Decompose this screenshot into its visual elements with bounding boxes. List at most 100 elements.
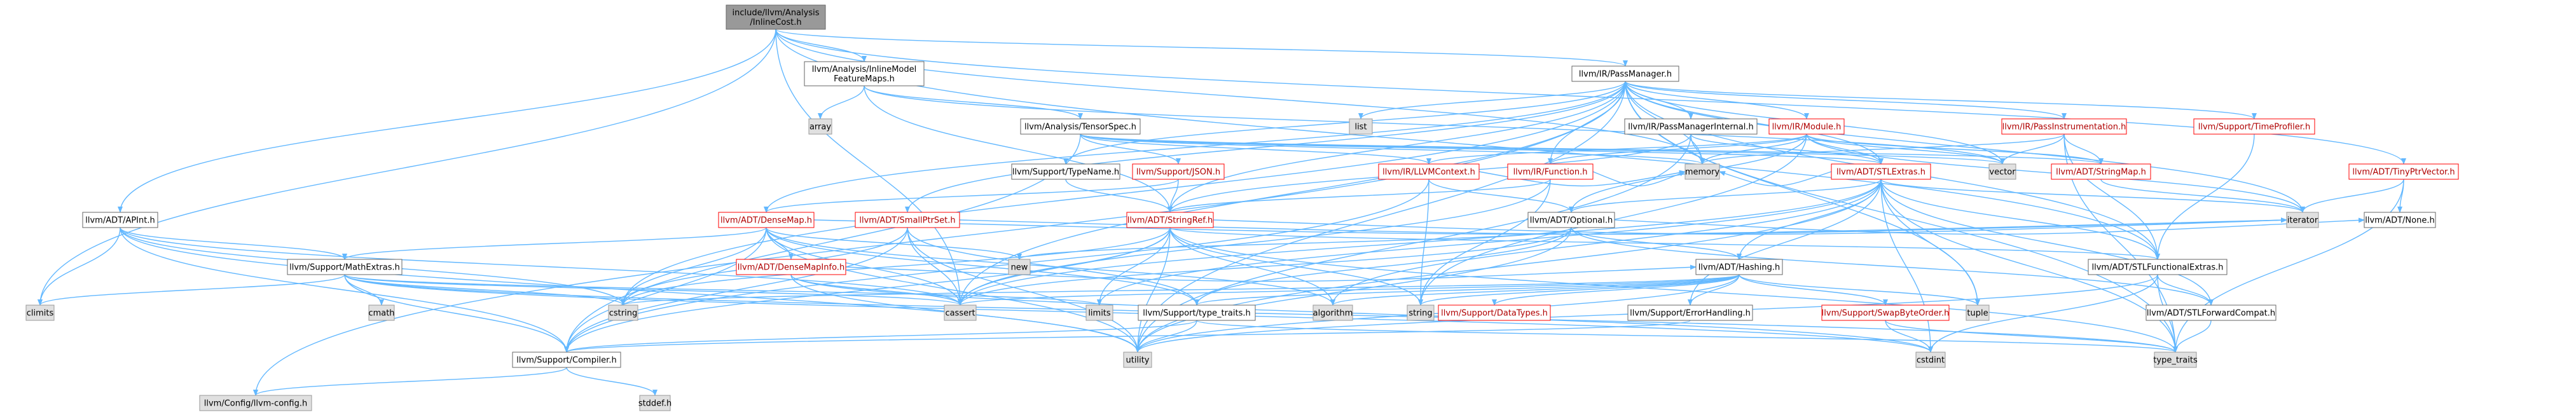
node-tuple[interactable]: tuple xyxy=(1966,304,1990,321)
node-stlforward[interactable]: llvm/ADT/STLForwardCompat.h xyxy=(2146,304,2276,321)
node-box-algorithm xyxy=(1312,304,1353,321)
edge-apint-to-compiler xyxy=(120,227,569,353)
node-compiler[interactable]: llvm/Support/Compiler.h xyxy=(512,352,621,368)
node-label-llvmconfig: llvm/Config/llvm-config.h xyxy=(204,399,307,409)
node-optional[interactable]: llvm/ADT/Optional.h xyxy=(1527,212,1615,228)
edge-densemap-to-new xyxy=(766,227,1022,260)
node-stddef[interactable]: stddef.h xyxy=(638,395,672,411)
node-climits[interactable]: climits xyxy=(25,304,55,321)
edge-hashing-to-algorithm xyxy=(1330,274,1740,306)
node-module[interactable]: llvm/IR/Module.h xyxy=(1768,118,1845,135)
edge-stlfunc-to-cstdint xyxy=(1928,274,2158,353)
node-none[interactable]: llvm/ADT/None.h xyxy=(2364,212,2436,228)
node-stlextras[interactable]: llvm/ADT/STLExtras.h xyxy=(1831,163,1931,180)
edge-swapbyte-to-typetraits xyxy=(1885,320,2178,353)
node-typetraitsh[interactable]: llvm/Support/type_traits.h xyxy=(1138,304,1256,321)
node-smallptrset[interactable]: llvm/ADT/SmallPtrSet.h xyxy=(855,212,960,228)
node-typetraits[interactable]: type_traits xyxy=(2153,352,2198,368)
node-box-stringmap xyxy=(2051,163,2151,180)
node-utility[interactable]: utility xyxy=(1123,352,1152,368)
edge-compiler-to-llvmconfig xyxy=(253,367,567,396)
edge-pm-to-smallptrset xyxy=(905,81,1626,213)
edge-optional-to-hashing xyxy=(1571,227,1742,260)
edge-stringmap-to-iterator xyxy=(2100,179,2305,213)
node-box-root xyxy=(726,4,826,30)
edge-typetraitsh-to-compiler xyxy=(564,320,1197,353)
edge-smallptrset-to-iterator xyxy=(959,217,2287,235)
node-cassert[interactable]: cassert xyxy=(944,304,977,321)
node-label-typename: llvm/Support/TypeName.h xyxy=(1012,168,1119,177)
node-llvmctx[interactable]: llvm/IR/LLVMContext.h xyxy=(1378,163,1480,180)
node-box-stringref xyxy=(1126,212,1214,228)
edge-stlextras-to-cassert xyxy=(958,179,1882,306)
node-pm[interactable]: llvm/IR/PassManager.h xyxy=(1571,65,1679,82)
node-cmath[interactable]: cmath xyxy=(368,304,395,321)
node-box-densemapinfo xyxy=(736,259,846,275)
node-list[interactable]: list xyxy=(1349,118,1373,135)
node-label-cmath: cmath xyxy=(368,309,394,318)
edge-root-to-stlfunc xyxy=(775,29,2160,260)
edge-stlextras-to-iterator xyxy=(1880,179,2305,213)
node-array[interactable]: array xyxy=(808,118,832,135)
edge-json-to-densemap xyxy=(764,179,1179,213)
edge-stringref-to-typetraits xyxy=(1169,227,2178,353)
node-memory[interactable]: memory xyxy=(1684,163,1720,180)
node-box-function xyxy=(1507,163,1594,180)
edge-stlforward-to-typetraits xyxy=(2173,320,2212,353)
edge-optional-to-cassert xyxy=(958,227,1572,306)
node-label-climits: climits xyxy=(27,309,54,318)
node-densemapinfo[interactable]: llvm/ADT/DenseMapInfo.h xyxy=(736,259,846,275)
node-iterator[interactable]: iterator xyxy=(2286,212,2319,228)
edge-pm-to-iterator xyxy=(1625,81,2305,213)
edge-pm-to-cstring xyxy=(621,81,1626,306)
node-vector[interactable]: vector xyxy=(1988,163,2016,180)
node-tprof[interactable]: llvm/Support/TimeProfiler.h xyxy=(2193,118,2315,135)
node-box-pmi xyxy=(1624,118,1758,135)
node-stlfunc[interactable]: llvm/ADT/STLFunctionalExtras.h xyxy=(2088,259,2228,275)
edge-typetraitsh-to-utility xyxy=(1135,320,1197,353)
node-stringmap[interactable]: llvm/ADT/StringMap.h xyxy=(2051,163,2151,180)
node-datatypes[interactable]: llvm/Support/DataTypes.h xyxy=(1438,304,1551,321)
edge-pm-to-llvmconfig xyxy=(253,81,1626,396)
node-box-passinst xyxy=(2001,118,2127,135)
node-tinyptr[interactable]: llvm/ADT/TinyPtrVector.h xyxy=(2348,163,2459,180)
node-new[interactable]: new xyxy=(1008,259,1031,275)
node-algorithm[interactable]: algorithm xyxy=(1312,304,1353,321)
edge-stlextras-to-cstdint xyxy=(1880,179,1933,353)
node-apint[interactable]: llvm/ADT/APInt.h xyxy=(82,212,158,228)
node-errhandling[interactable]: llvm/Support/ErrorHandling.h xyxy=(1627,304,1753,321)
node-root[interactable]: include/llvm/Analysis/InlineCost.h xyxy=(726,4,826,30)
node-label-cstdint: cstdint xyxy=(1917,356,1945,366)
node-pmi[interactable]: llvm/IR/PassManagerInternal.h xyxy=(1624,118,1758,135)
node-cstring[interactable]: cstring xyxy=(608,304,638,321)
node-box-errhandling xyxy=(1627,304,1753,321)
node-swapbyte[interactable]: llvm/Support/SwapByteOrder.h xyxy=(1821,304,1950,321)
node-label-typetraitsh: llvm/Support/type_traits.h xyxy=(1143,309,1251,318)
edge-hashing-to-datatypes xyxy=(1492,274,1740,306)
node-llvmconfig[interactable]: llvm/Config/llvm-config.h xyxy=(199,395,312,411)
node-densemap[interactable]: llvm/ADT/DenseMap.h xyxy=(718,212,815,228)
edge-stringref-to-cstring xyxy=(621,227,1171,306)
node-json[interactable]: llvm/Support/JSON.h xyxy=(1132,163,1225,180)
edge-function-to-memory xyxy=(1592,171,1686,187)
edge-mathextras-to-cmath xyxy=(344,274,384,306)
node-hashing[interactable]: llvm/ADT/Hashing.h xyxy=(1695,259,1783,275)
node-function[interactable]: llvm/IR/Function.h xyxy=(1507,163,1594,180)
edge-compiler-to-stddef xyxy=(566,367,658,396)
node-stringref[interactable]: llvm/ADT/StringRef.h xyxy=(1126,212,1214,228)
edge-optional-to-typetraitsh xyxy=(1194,227,1572,306)
node-mathextras[interactable]: llvm/Support/MathExtras.h xyxy=(287,259,403,275)
edge-hashing-to-string xyxy=(1418,274,1740,306)
node-label-densemap: llvm/ADT/DenseMap.h xyxy=(720,216,812,226)
node-typename[interactable]: llvm/Support/TypeName.h xyxy=(1011,163,1120,180)
node-string[interactable]: string xyxy=(1407,304,1435,321)
node-cstdint[interactable]: cstdint xyxy=(1915,352,1946,368)
node-passinst[interactable]: llvm/IR/PassInstrumentation.h xyxy=(2001,118,2127,135)
edge-hashing-to-cstring xyxy=(621,274,1740,306)
node-box-tprof xyxy=(2193,118,2315,135)
edge-hashing-to-swapbyte xyxy=(1739,274,1888,306)
node-tspec[interactable]: llvm/Analysis/TensorSpec.h xyxy=(1020,118,1141,135)
node-limits[interactable]: limits xyxy=(1085,304,1113,321)
edge-module-to-memory xyxy=(1700,133,1807,165)
